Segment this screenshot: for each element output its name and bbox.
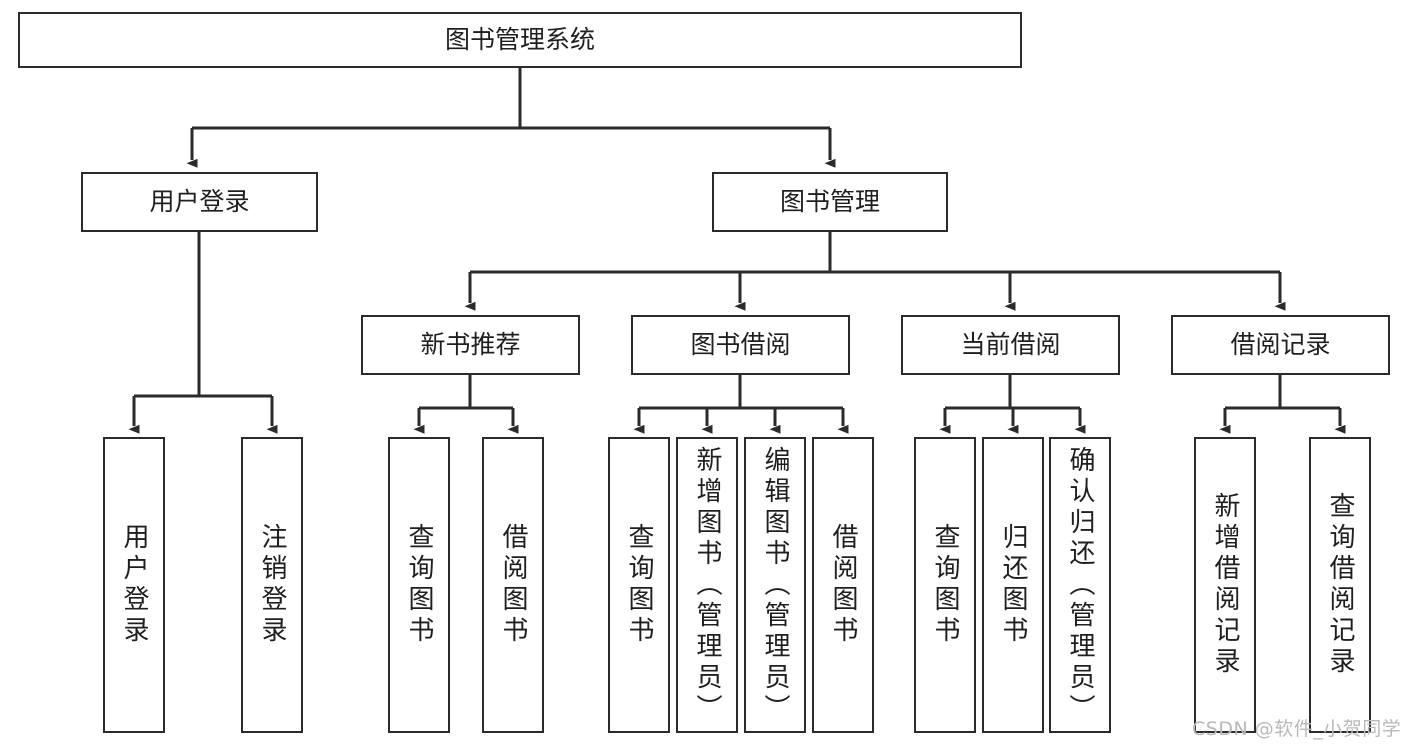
leaf-user-login-signout-label: 注销登录 — [257, 523, 287, 647]
leaf-user-login-signout[interactable]: 注销登录 — [241, 437, 303, 733]
node-borrow-record-label: 借阅记录 — [1230, 330, 1331, 360]
leaf-recommend-query-book[interactable]: 查询图书 — [388, 437, 450, 733]
leaf-borrow-query-book[interactable]: 查询图书 — [608, 437, 670, 733]
leaf-record-add-record[interactable]: 新增借阅记录 — [1194, 437, 1256, 733]
leaf-record-query-record-label: 查询借阅记录 — [1325, 492, 1355, 678]
leaf-user-login-signin-label: 用户登录 — [119, 523, 149, 647]
node-new-book-recommend-label: 新书推荐 — [420, 330, 521, 360]
node-book-management-label: 图书管理 — [779, 187, 880, 217]
node-root[interactable]: 图书管理系统 — [18, 12, 1022, 68]
leaf-current-confirm-return[interactable]: 确认归还（管理员） — [1049, 437, 1111, 733]
leaf-current-confirm-return-label: 确认归还（管理员） — [1065, 445, 1095, 725]
leaf-record-add-record-label: 新增借阅记录 — [1210, 492, 1240, 678]
leaf-borrow-borrow-book-label: 借阅图书 — [828, 523, 858, 647]
node-current-borrow-label: 当前借阅 — [960, 330, 1061, 360]
leaf-borrow-query-book-label: 查询图书 — [624, 523, 654, 647]
leaf-user-login-signin[interactable]: 用户登录 — [103, 437, 165, 733]
node-book-borrow-label: 图书借阅 — [690, 330, 791, 360]
leaf-current-return-book[interactable]: 归还图书 — [982, 437, 1044, 733]
leaf-borrow-edit-book[interactable]: 编辑图书（管理员） — [744, 437, 806, 733]
leaf-current-query-book[interactable]: 查询图书 — [914, 437, 976, 733]
node-root-label: 图书管理系统 — [444, 25, 595, 55]
leaf-borrow-edit-book-label: 编辑图书（管理员） — [760, 445, 790, 725]
leaf-current-query-book-label: 查询图书 — [930, 523, 960, 647]
node-new-book-recommend[interactable]: 新书推荐 — [361, 315, 580, 375]
leaf-recommend-borrow-book-label: 借阅图书 — [498, 523, 528, 647]
leaf-borrow-add-book-label: 新增图书（管理员） — [692, 445, 722, 725]
leaf-recommend-query-book-label: 查询图书 — [404, 523, 434, 647]
node-book-management[interactable]: 图书管理 — [712, 172, 948, 232]
leaf-recommend-borrow-book[interactable]: 借阅图书 — [482, 437, 544, 733]
node-book-borrow[interactable]: 图书借阅 — [631, 315, 850, 375]
leaf-record-query-record[interactable]: 查询借阅记录 — [1309, 437, 1371, 733]
leaf-borrow-add-book[interactable]: 新增图书（管理员） — [676, 437, 738, 733]
leaf-borrow-borrow-book[interactable]: 借阅图书 — [812, 437, 874, 733]
node-user-login-label: 用户登录 — [149, 187, 250, 217]
node-user-login[interactable]: 用户登录 — [81, 172, 318, 232]
node-current-borrow[interactable]: 当前借阅 — [901, 315, 1120, 375]
csdn-watermark: CSDN @软件_小贺同学 — [1192, 718, 1402, 740]
leaf-current-return-book-label: 归还图书 — [998, 523, 1028, 647]
node-borrow-record[interactable]: 借阅记录 — [1171, 315, 1390, 375]
